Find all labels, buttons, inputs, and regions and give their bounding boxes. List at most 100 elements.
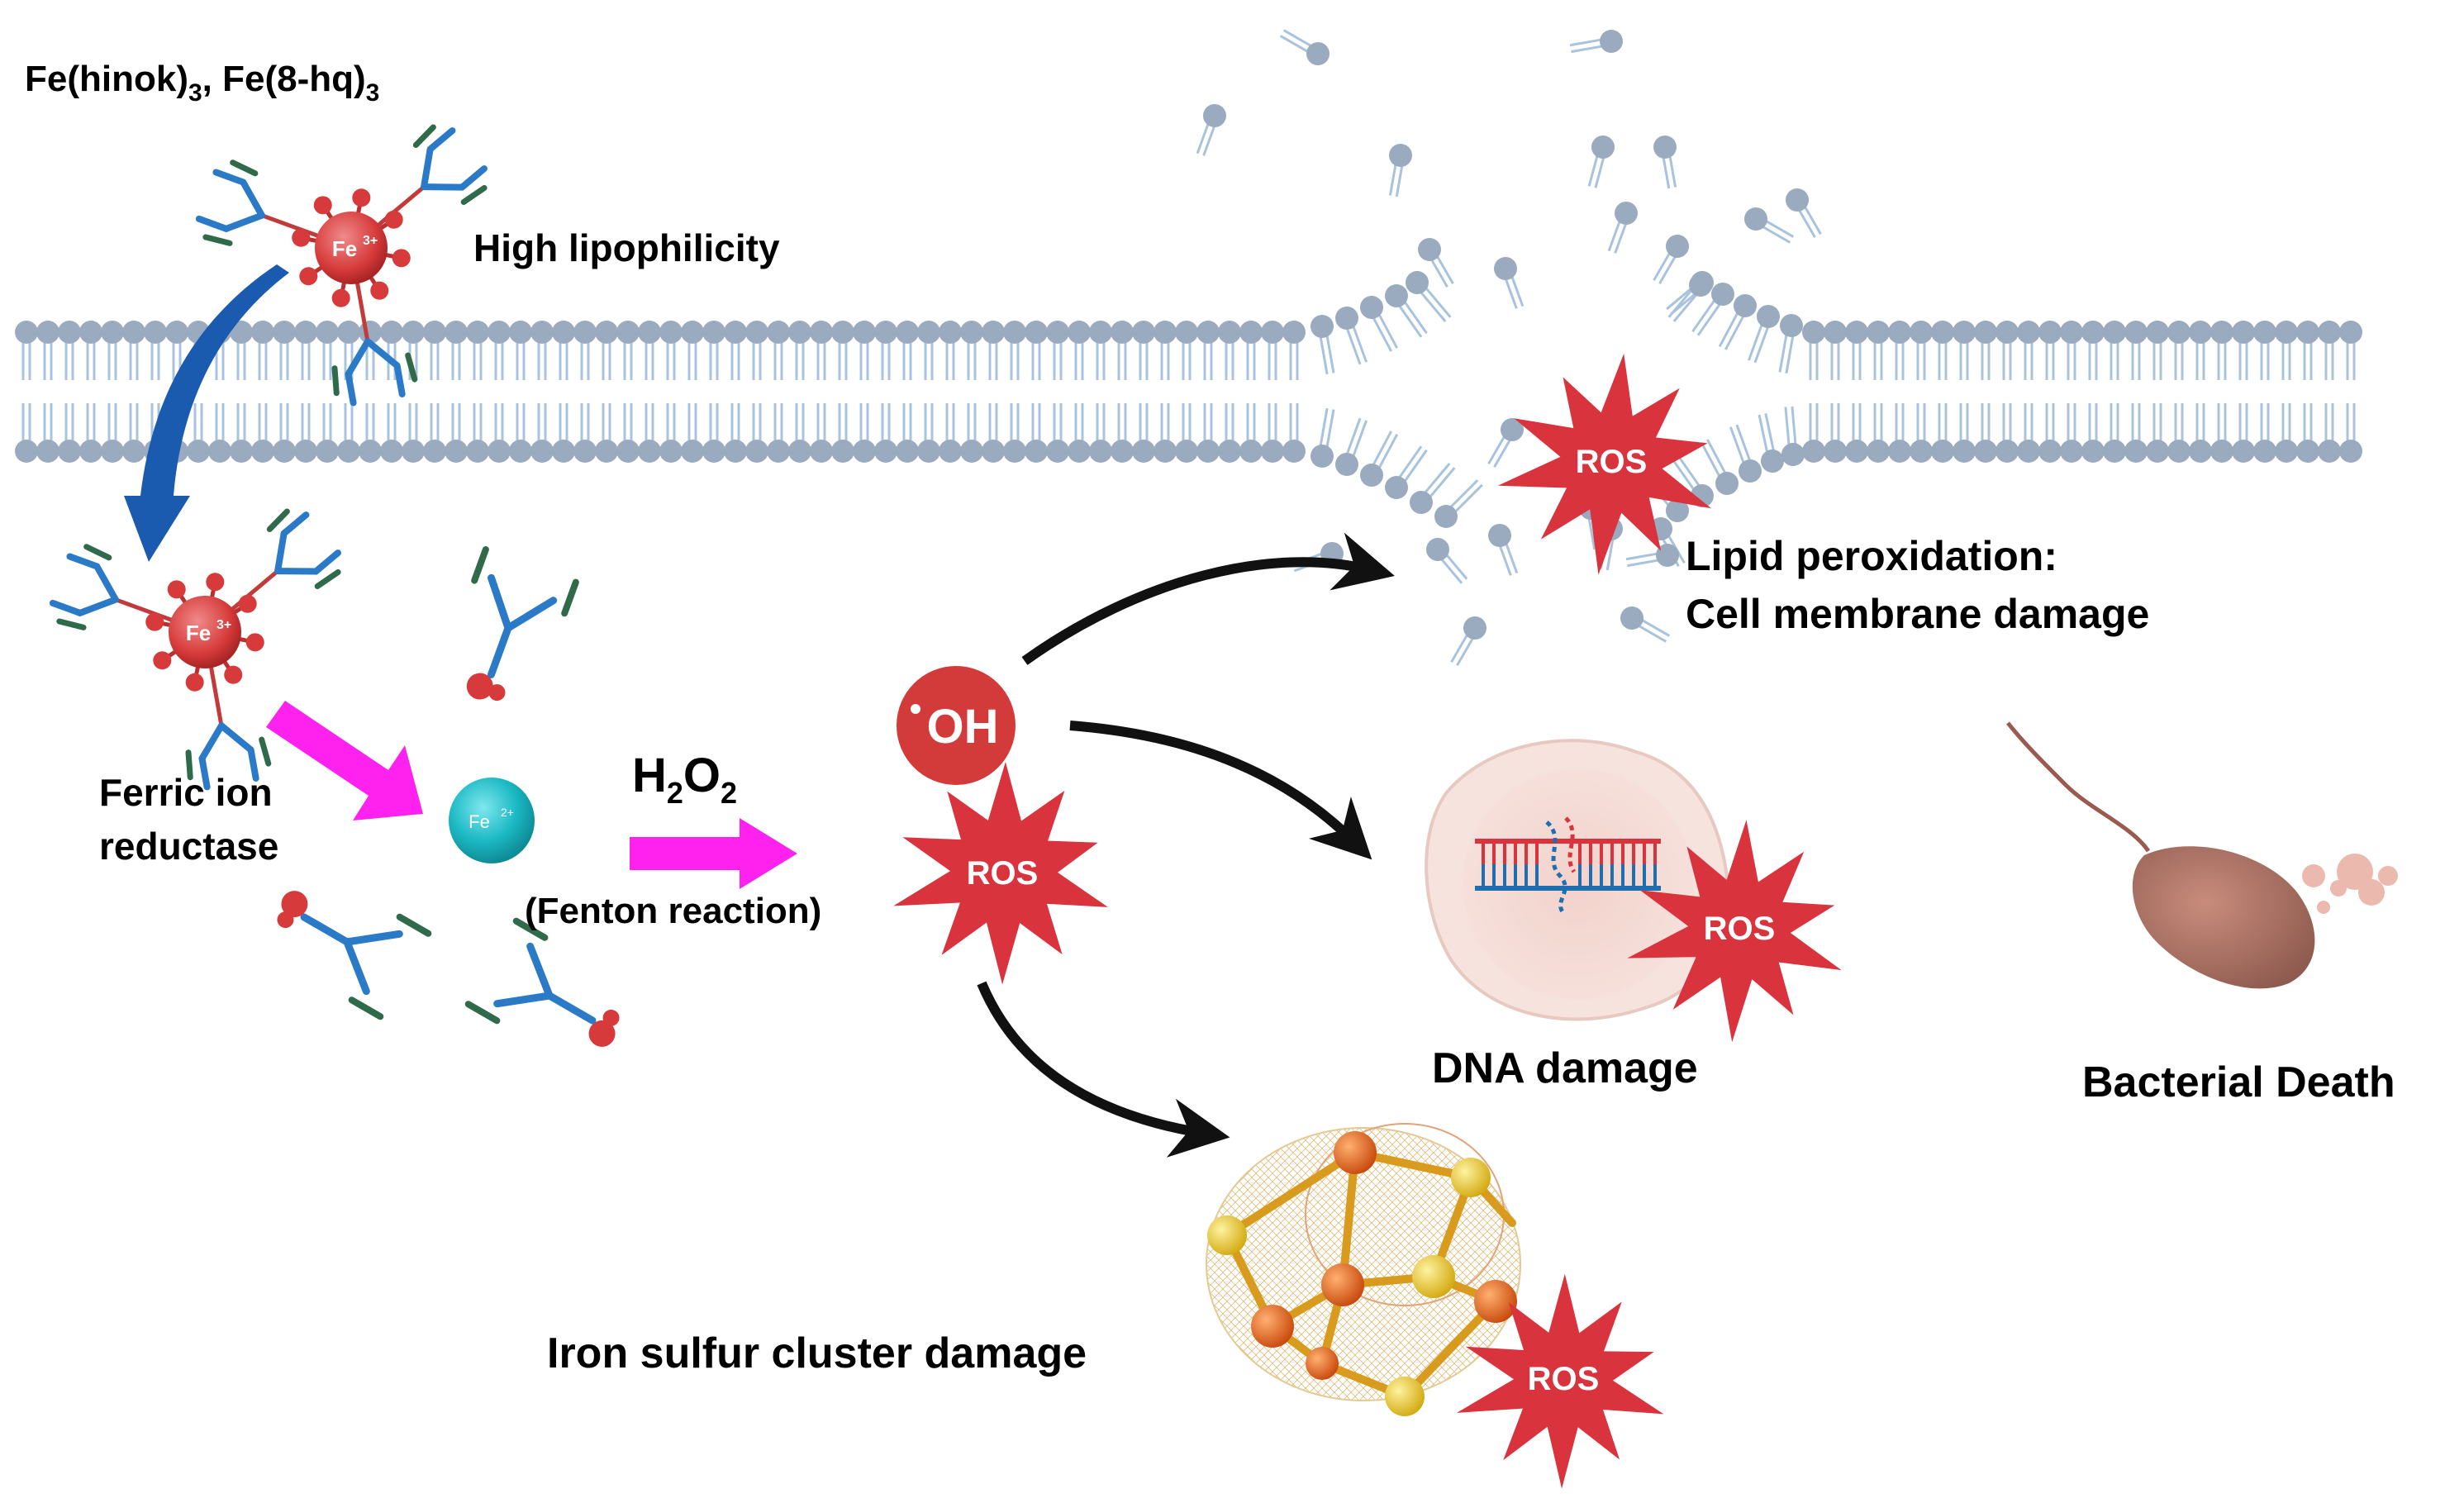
fe2-ion: Fe 2+ [449, 778, 535, 863]
fenton-label: (Fenton reaction) [525, 891, 821, 931]
lipid [1089, 321, 1112, 380]
lipid [230, 321, 253, 380]
lipid [1418, 238, 1454, 288]
lipid [1802, 321, 1825, 380]
lipid [79, 403, 102, 463]
lipid [122, 321, 145, 380]
ros-star-central: ROS [893, 762, 1108, 985]
lipid [15, 403, 38, 463]
lipid [616, 403, 640, 463]
lipid [359, 403, 382, 463]
lipid [251, 321, 274, 380]
lipid [251, 403, 274, 463]
svg-text:OH: OH [927, 700, 999, 754]
arrow-to-dna [1069, 721, 1372, 860]
lipid [1406, 271, 1452, 322]
lipid [1953, 321, 1976, 380]
lipid [1089, 403, 1112, 463]
lipid [15, 321, 38, 380]
lipid [380, 403, 403, 463]
lipid [2017, 321, 2040, 380]
hydroxyl-radical: OH [897, 666, 1016, 785]
lipid [2210, 403, 2233, 463]
svg-text:2+: 2+ [501, 806, 514, 819]
lipid [1025, 403, 1048, 463]
lipid [1953, 403, 1976, 463]
lipid [316, 403, 339, 463]
lipid [1910, 321, 1933, 380]
lipid [1360, 430, 1399, 487]
lipid [2339, 403, 2362, 463]
lipid [1282, 403, 1306, 463]
lipid [2253, 403, 2276, 463]
lipid [573, 321, 597, 380]
svg-text:3+: 3+ [363, 234, 378, 248]
lipid [1888, 321, 1911, 380]
lipid [466, 321, 489, 380]
lipid [1666, 273, 1712, 316]
bacterial-death-label: Bacterial Death [2082, 1058, 2395, 1106]
lipid [1175, 403, 1198, 463]
lipid [1388, 144, 1412, 197]
lipid [1310, 315, 1335, 375]
lipid [294, 403, 317, 463]
lipid [982, 321, 1005, 380]
lipid [1434, 479, 1483, 528]
lipid [1154, 403, 1177, 463]
lipid [1218, 403, 1241, 463]
lipid [1607, 202, 1638, 254]
bacterium [2006, 721, 2398, 989]
lipid [1218, 321, 1241, 380]
lipid [208, 403, 231, 463]
lipid [466, 403, 489, 463]
membrane-damage-label: Cell membrane damage [1686, 591, 2149, 637]
svg-text:ROS: ROS [1704, 911, 1776, 947]
lipid [1068, 321, 1091, 380]
ros-star-dna: ROS [1627, 820, 1842, 1043]
lipid [767, 321, 790, 380]
lipid [144, 321, 167, 380]
lipid [896, 403, 919, 463]
lipid [1196, 104, 1226, 156]
lipid [337, 403, 360, 463]
lipid [788, 403, 811, 463]
lipid [509, 403, 532, 463]
lipid [445, 321, 468, 380]
lipid [1410, 463, 1456, 514]
reductase-label: Ferric ion [99, 771, 273, 814]
lipid [552, 403, 575, 463]
lipid [2189, 403, 2212, 463]
svg-text:ROS: ROS [1528, 1361, 1600, 1397]
lipid [36, 321, 59, 380]
lipid [745, 321, 768, 380]
lipid [1845, 321, 1868, 380]
lipid [2146, 403, 2169, 463]
svg-text:ROS: ROS [1576, 444, 1648, 480]
arrow-to-membrane [1021, 532, 1395, 665]
dna-cell [1425, 739, 1730, 1021]
lipid [1154, 321, 1177, 380]
lipid [2275, 321, 2298, 380]
lipid [1620, 606, 1671, 643]
lipid [1046, 403, 1069, 463]
ros-star-membrane: ROS [1497, 353, 1711, 575]
lipid [788, 321, 811, 380]
lipid [681, 321, 704, 380]
lipid [1003, 403, 1026, 463]
dna-strand [1475, 816, 1661, 915]
lipid [1196, 403, 1220, 463]
lipid [1426, 538, 1468, 584]
iron-sulfur-label: Iron sulfur cluster damage [547, 1329, 1087, 1377]
h2o2-label: H2O2 [632, 749, 737, 810]
lipid [917, 403, 940, 463]
lipid [2017, 403, 2040, 463]
lipid [2232, 403, 2255, 463]
lipid [659, 321, 683, 380]
lipid [1931, 403, 1954, 463]
lipid [1974, 403, 1997, 463]
lipid [1867, 321, 1890, 380]
lipid [488, 403, 511, 463]
lipid [960, 321, 983, 380]
lipid [982, 403, 1005, 463]
lipid [1888, 403, 1911, 463]
